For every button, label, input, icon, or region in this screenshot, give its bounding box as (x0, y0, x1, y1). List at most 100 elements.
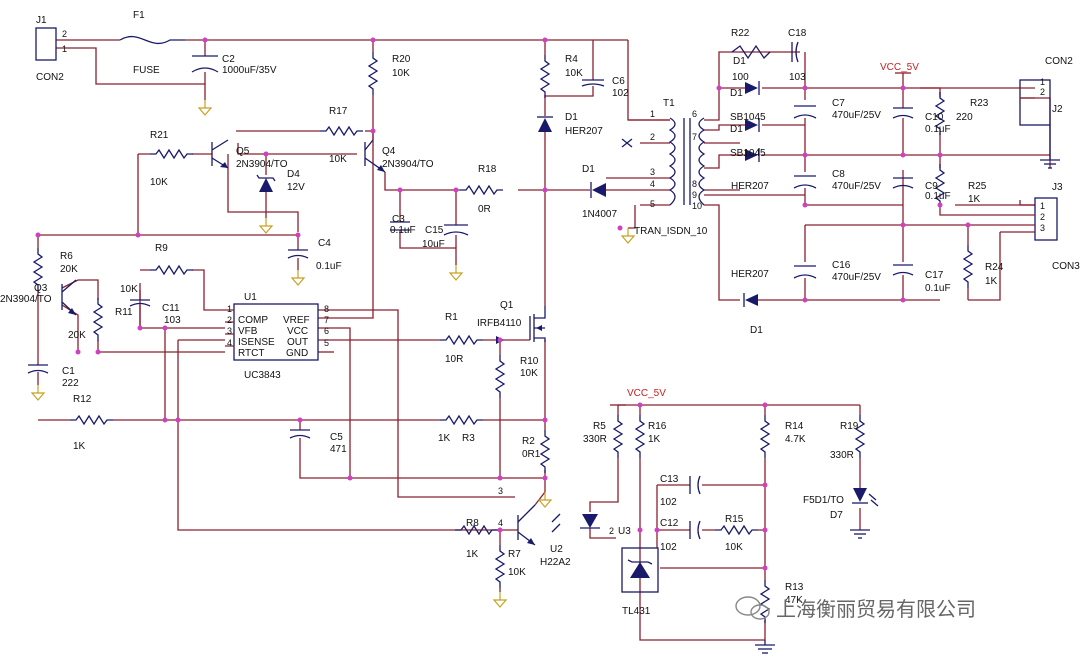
label-c17: C17 (925, 270, 944, 281)
capacitor-c11 (129, 299, 151, 307)
pin-rtct: RTCT (238, 348, 264, 359)
label-c4-value: 0.1uF (316, 261, 342, 272)
resistor-r7 (495, 544, 505, 589)
label-t1: T1 (663, 98, 675, 109)
label-q1: Q1 (500, 300, 514, 311)
pin-num-2: 2 (227, 315, 232, 325)
resistor-r17 (319, 126, 364, 136)
labels: J1 2 1 CON2 F1 FUSE C2 1000uF/35V R20 10… (0, 10, 1080, 621)
label-q4-value: 2N3904/TO (382, 159, 434, 170)
led-d7 (852, 488, 879, 507)
label-c1: C1 (62, 366, 75, 377)
label-c18: C18 (788, 28, 807, 39)
pin-num-4: 4 (227, 338, 232, 348)
pin-t1-1: 1 (650, 109, 655, 119)
pin-j3-2: 2 (1040, 212, 1045, 222)
pin-j3-3: 3 (1040, 223, 1045, 233)
resistor-r3 (439, 415, 484, 425)
resistor-r2 (540, 429, 550, 474)
label-c7-value: 470uF/25V (832, 110, 881, 121)
pin-j2-2: 2 (1040, 87, 1045, 97)
label-r3: R3 (462, 433, 475, 444)
transistor-q5 (211, 139, 229, 169)
capacitor-c6 (581, 79, 605, 87)
label-q3-r-value: 20K (68, 330, 86, 341)
label-c5-value: 471 (330, 444, 347, 455)
resistor-r15 (714, 525, 759, 535)
label-c13: C13 (660, 474, 679, 485)
label-c15-value: 10uF (422, 239, 445, 250)
resistor-r1 (439, 335, 484, 345)
label-r11: R11 (115, 307, 133, 318)
label-r13: R13 (785, 582, 804, 593)
label-c15: C15 (425, 225, 444, 236)
label-r17-value: 10K (329, 154, 347, 165)
label-c17-value: 0.1uF (925, 283, 951, 294)
capacitor-c13 (689, 475, 701, 495)
label-u2-value: H22A2 (540, 557, 571, 568)
label-r6: R6 (60, 251, 73, 262)
watermark-logo-icon (735, 596, 770, 620)
label-c12: C12 (660, 518, 679, 529)
label-r8-value: 1K (466, 549, 479, 560)
label-c9: C9 (925, 181, 938, 192)
label-c16: C16 (832, 260, 851, 271)
label-q5-value: 2N3904/TO (236, 159, 288, 170)
resistor-r24 (963, 244, 973, 289)
diode-d1-sb1045-b (745, 118, 760, 132)
label-r5-value: 330R (583, 434, 607, 445)
optocoupler-u2 (517, 504, 600, 546)
connector-j1 (35, 27, 57, 61)
diode-d1-sb1045-a (745, 81, 760, 95)
label-r6-value: 20K (60, 264, 78, 275)
pin-t1-5: 5 (650, 199, 655, 209)
pin-num-6: 6 (324, 326, 329, 336)
diode-d1-1n4007 (590, 182, 606, 198)
label-r15: R15 (725, 514, 744, 525)
pin-num-7: 7 (324, 315, 329, 325)
label-j2: J2 (1052, 104, 1063, 115)
label-c1-value: 222 (62, 378, 79, 389)
label-c9-value: 0.1uF (925, 191, 951, 202)
label-r21: R21 (150, 130, 169, 141)
resistor-r5 (613, 414, 623, 459)
label-con3: CON3 (1052, 261, 1080, 272)
label-q3-value: 2N3904/TO (0, 294, 52, 305)
label-c2-value: 1000uF/35V (222, 65, 277, 76)
label-f1: F1 (133, 10, 145, 21)
pin-num-8: 8 (324, 304, 329, 314)
capacitor-c10 (892, 107, 914, 119)
label-r12-value: 1K (73, 441, 86, 452)
label-r10-value: 10K (520, 368, 538, 379)
label-d1-sb1045-b-value: SB1045 (730, 148, 766, 159)
transistor-q3 (61, 279, 77, 316)
label-d4-value: 12V (287, 182, 305, 193)
pin-j2-1: 1 (1040, 77, 1045, 87)
label-r4-value: 10K (565, 68, 583, 79)
resistor-r22 (731, 44, 771, 60)
label-d1-sb1045-b: D1 (730, 124, 743, 135)
resistor-r12 (69, 415, 114, 425)
pin-j1-2: 2 (62, 29, 67, 39)
label-r23: R23 (970, 98, 989, 109)
capacitor-c16 (793, 265, 817, 279)
pin-t1-4: 4 (650, 179, 655, 189)
label-r22-value: 100 (732, 72, 749, 83)
pin-t1-8: 8 (692, 179, 697, 189)
label-d1-her207-b-value: HER207 (731, 269, 769, 280)
pin-t1-7: 7 (692, 132, 697, 142)
resistor-r16 (635, 414, 645, 459)
label-c10: C10 (925, 112, 944, 123)
label-c3: C3 (392, 214, 405, 225)
label-r12: R12 (73, 394, 92, 405)
diode-d1-her207-primary (537, 116, 553, 132)
label-c4: C4 (318, 238, 331, 249)
label-r1: R1 (445, 312, 458, 323)
ground-j2 (1040, 125, 1060, 169)
pin-t1-9: 9 (692, 190, 697, 200)
capacitor-c7 (793, 105, 817, 119)
label-q1-value: IRFB4110 (477, 318, 522, 329)
label-r7: R7 (508, 549, 521, 560)
capacitor-c3 (390, 221, 410, 231)
